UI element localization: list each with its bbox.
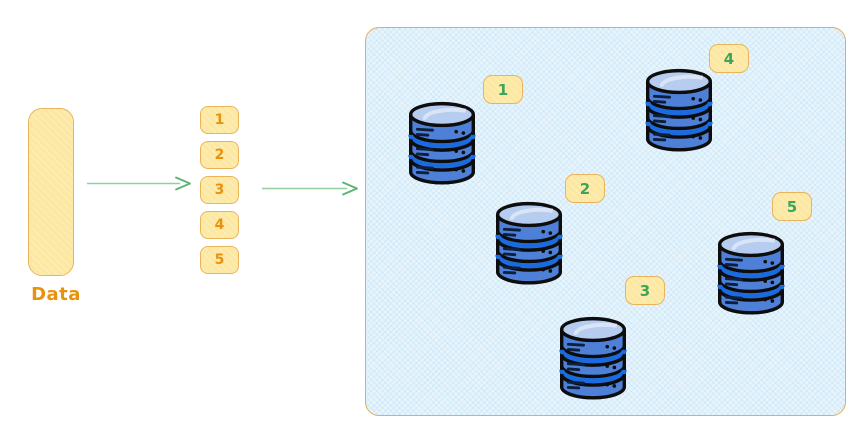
database-icon xyxy=(556,313,630,403)
partition-list: 1 2 3 4 5 xyxy=(200,106,239,274)
partition-chip-5: 5 xyxy=(200,246,239,274)
database-label-chip-1: 1 xyxy=(483,75,523,104)
database-label-chip-5: 5 xyxy=(772,192,812,221)
database-label-chip-2: 2 xyxy=(565,174,605,203)
database-label-chip-3: 3 xyxy=(625,276,665,305)
partition-chip-2: 2 xyxy=(200,141,239,169)
database-icon xyxy=(405,98,479,188)
partition-chip-3: 3 xyxy=(200,176,239,204)
partition-chip-4: 4 xyxy=(200,211,239,239)
database-icon xyxy=(642,65,716,155)
database-label-chip-4: 4 xyxy=(709,44,749,73)
storage-cluster-container: 1 2 3 4 5 xyxy=(365,27,846,416)
data-source-label: Data xyxy=(31,284,81,305)
database-icon xyxy=(714,228,788,318)
partition-chip-1: 1 xyxy=(200,106,239,134)
arrow-right-icon xyxy=(262,181,358,196)
database-icon xyxy=(492,198,566,288)
arrow-right-icon xyxy=(87,176,191,191)
data-source-shape xyxy=(28,108,74,276)
